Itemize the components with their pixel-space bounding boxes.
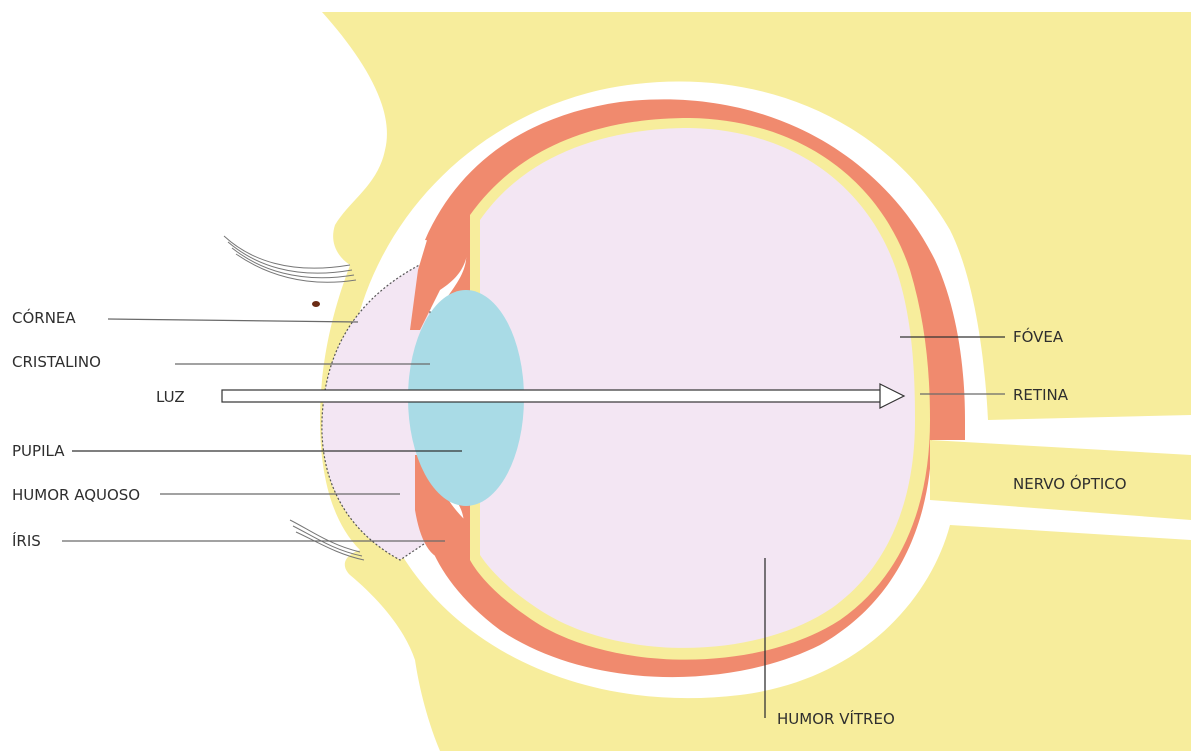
vitreous-body <box>480 128 915 648</box>
label-fovea: FÓVEA <box>1013 327 1064 346</box>
label-humor-aquoso: HUMOR AQUOSO <box>12 486 140 504</box>
label-cornea: CÓRNEA <box>12 308 76 327</box>
label-nervo-optico: NERVO ÓPTICO <box>1013 474 1127 493</box>
leader-cornea <box>108 319 358 322</box>
label-cristalino: CRISTALINO <box>12 353 101 371</box>
label-retina: RETINA <box>1013 386 1069 404</box>
label-luz: LUZ <box>156 388 185 406</box>
label-humor-vitreo: HUMOR VÍTREO <box>777 709 895 728</box>
dot-mark <box>312 301 320 307</box>
label-iris: ÍRIS <box>12 531 41 550</box>
label-pupila: PUPILA <box>12 442 65 460</box>
